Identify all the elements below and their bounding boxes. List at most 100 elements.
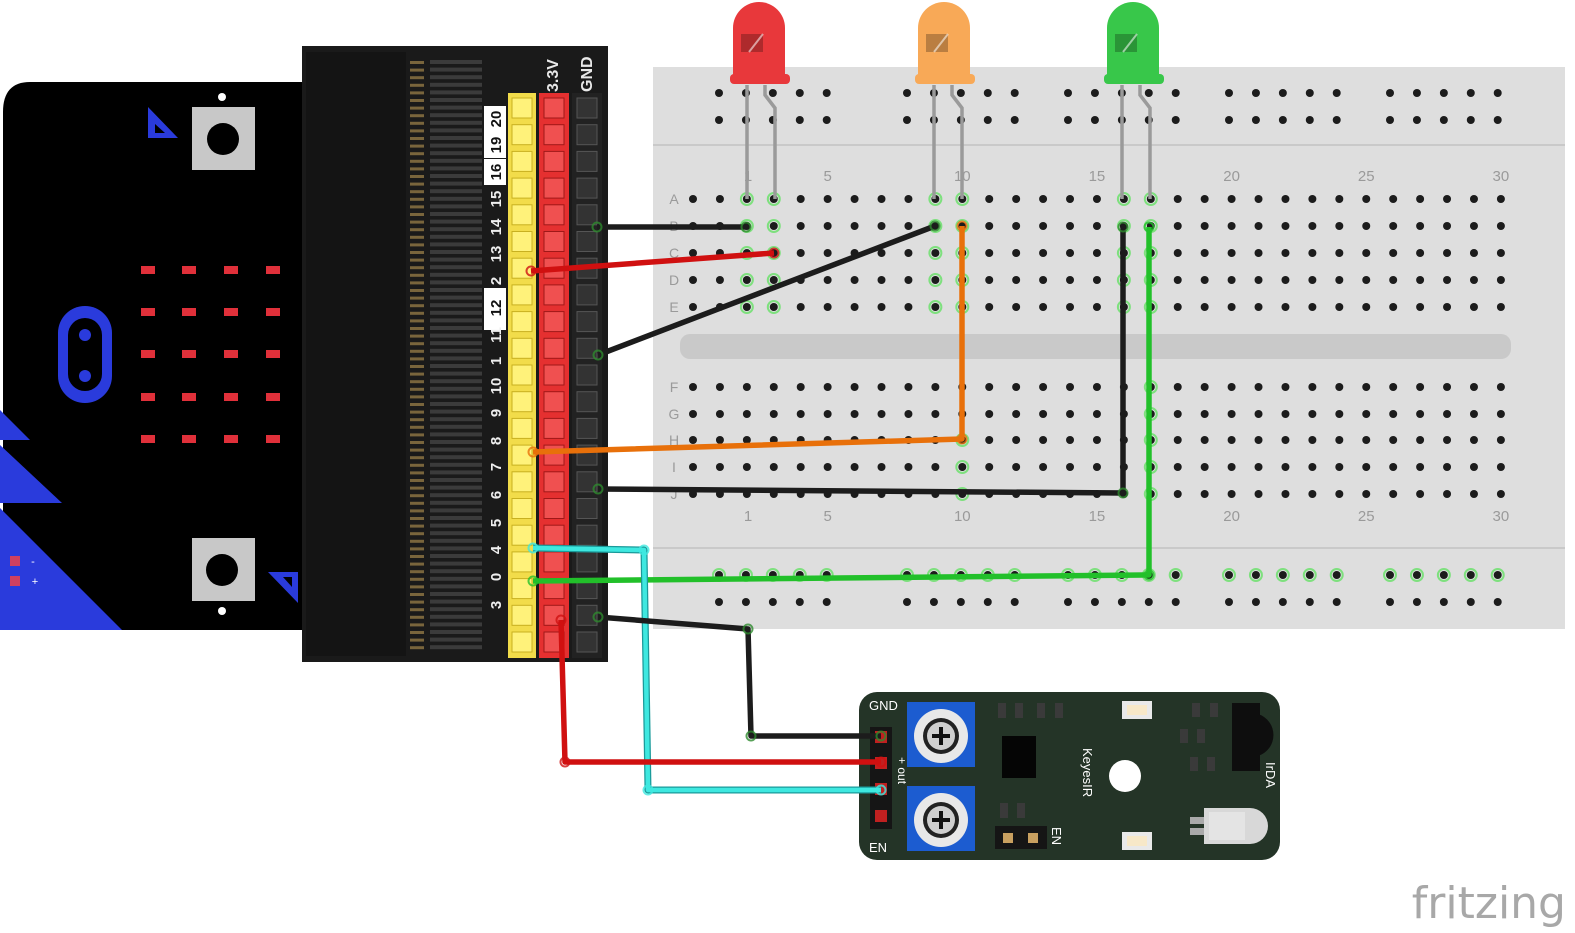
breadboard-hole[interactable] [1362, 222, 1371, 230]
button-b[interactable] [192, 538, 255, 615]
breadboard-hole[interactable] [1496, 463, 1505, 471]
header-pin[interactable] [576, 551, 598, 573]
breadboard-hole[interactable] [1469, 410, 1478, 418]
breadboard-hole[interactable] [985, 463, 994, 471]
breadboard-hole[interactable] [1012, 222, 1021, 230]
rail-hole[interactable] [715, 89, 723, 97]
breadboard-hole[interactable] [904, 463, 913, 471]
button-a[interactable] [192, 93, 255, 170]
rail-hole[interactable] [1144, 598, 1153, 606]
breadboard-hole[interactable] [1012, 195, 1021, 203]
breadboard-hole[interactable] [904, 276, 913, 284]
header-pin[interactable] [576, 337, 598, 359]
rail-hole[interactable] [1305, 598, 1314, 606]
breadboard-hole[interactable] [1039, 303, 1048, 311]
breadboard-hole[interactable] [1416, 383, 1425, 391]
breadboard-hole[interactable] [1066, 249, 1075, 257]
rail-hole[interactable] [768, 89, 777, 97]
header-pin[interactable] [576, 417, 598, 439]
rail-hole[interactable] [1010, 89, 1019, 97]
wire-black-gnd-green-led[interactable] [592, 221, 1129, 499]
breadboard-hole[interactable] [1443, 490, 1452, 498]
breadboard-hole[interactable] [689, 383, 697, 391]
rail-hole[interactable] [1332, 116, 1341, 124]
breadboard-hole[interactable] [1416, 463, 1425, 471]
breadboard-hole[interactable] [1362, 276, 1371, 284]
rail-hole[interactable] [1332, 598, 1341, 606]
rail-hole[interactable] [1225, 598, 1233, 606]
breadboard-hole[interactable] [1496, 436, 1505, 444]
header-pin[interactable] [511, 177, 533, 199]
breadboard-hole[interactable] [850, 303, 859, 311]
breadboard-hole[interactable] [1335, 463, 1344, 471]
header-pin[interactable] [576, 604, 598, 626]
breadboard-hole[interactable] [1012, 249, 1021, 257]
breadboard-hole[interactable] [1335, 490, 1344, 498]
rail-hole[interactable] [1305, 89, 1314, 97]
rail-hole[interactable] [795, 89, 804, 97]
breadboard-hole[interactable] [1173, 463, 1182, 471]
breadboard-hole[interactable] [796, 463, 805, 471]
header-pin[interactable] [543, 391, 565, 413]
breadboard-hole[interactable] [850, 195, 859, 203]
breadboard-hole[interactable] [877, 303, 886, 311]
rail-hole[interactable] [983, 598, 992, 606]
breadboard-hole[interactable] [1254, 410, 1263, 418]
breadboard-hole[interactable] [689, 303, 697, 311]
breadboard-hole[interactable] [1389, 463, 1398, 471]
wire-red-ir-vcc[interactable] [555, 614, 887, 768]
breadboard-hole[interactable] [1308, 195, 1317, 203]
breadboard-hole[interactable] [1173, 410, 1182, 418]
breadboard-hole[interactable] [1173, 249, 1182, 257]
breadboard-hole[interactable] [1362, 463, 1371, 471]
breadboard-hole[interactable] [1308, 303, 1317, 311]
header-pin[interactable] [511, 204, 533, 226]
breadboard-hole[interactable] [1200, 249, 1209, 257]
header-pin[interactable] [543, 97, 565, 119]
breadboard-hole[interactable] [1362, 249, 1371, 257]
breadboard-hole[interactable] [1066, 463, 1075, 471]
breadboard-hole[interactable] [1469, 222, 1478, 230]
header-pin[interactable] [576, 284, 598, 306]
breadboard-hole[interactable] [1227, 276, 1236, 284]
breadboard-hole[interactable] [1227, 222, 1236, 230]
breadboard-hole[interactable] [1335, 303, 1344, 311]
breadboard-hole[interactable] [1012, 410, 1021, 418]
breadboard-hole[interactable] [823, 303, 832, 311]
potentiometer-top-icon[interactable] [907, 702, 975, 767]
header-pin[interactable] [511, 604, 533, 626]
breadboard-hole[interactable] [850, 222, 859, 230]
header-pin[interactable] [576, 364, 598, 386]
breadboard-hole[interactable] [1039, 195, 1048, 203]
rail-hole[interactable] [1278, 571, 1287, 579]
breadboard-hole[interactable] [1362, 410, 1371, 418]
breadboard-hole[interactable] [1335, 222, 1344, 230]
breadboard-hole[interactable] [1012, 383, 1021, 391]
header-pin[interactable] [543, 364, 565, 386]
breadboard-hole[interactable] [1254, 490, 1263, 498]
rail-hole[interactable] [1439, 598, 1448, 606]
breadboard-hole[interactable] [1173, 436, 1182, 444]
breadboard-hole[interactable] [1092, 249, 1101, 257]
rail-hole[interactable] [1439, 89, 1448, 97]
breadboard-hole[interactable] [1200, 383, 1209, 391]
breadboard-hole[interactable] [931, 276, 940, 284]
breadboard-hole[interactable] [796, 222, 805, 230]
breadboard-hole[interactable] [1496, 490, 1505, 498]
breadboard-hole[interactable] [1443, 276, 1452, 284]
rail-hole[interactable] [929, 598, 938, 606]
breadboard-hole[interactable] [1335, 249, 1344, 257]
rail-hole[interactable] [983, 89, 992, 97]
header-pin[interactable] [511, 417, 533, 439]
en-jumper[interactable] [995, 826, 1047, 849]
breadboard-hole[interactable] [985, 276, 994, 284]
breadboard-hole[interactable] [1254, 276, 1263, 284]
breadboard-hole[interactable] [689, 436, 697, 444]
breadboard-hole[interactable] [1362, 195, 1371, 203]
breadboard-hole[interactable] [1389, 410, 1398, 418]
breadboard-hole[interactable] [1200, 463, 1209, 471]
header-pin[interactable] [543, 311, 565, 333]
header-pin[interactable] [543, 444, 565, 466]
breadboard-hole[interactable] [1281, 276, 1290, 284]
breadboard-hole[interactable] [904, 249, 913, 257]
